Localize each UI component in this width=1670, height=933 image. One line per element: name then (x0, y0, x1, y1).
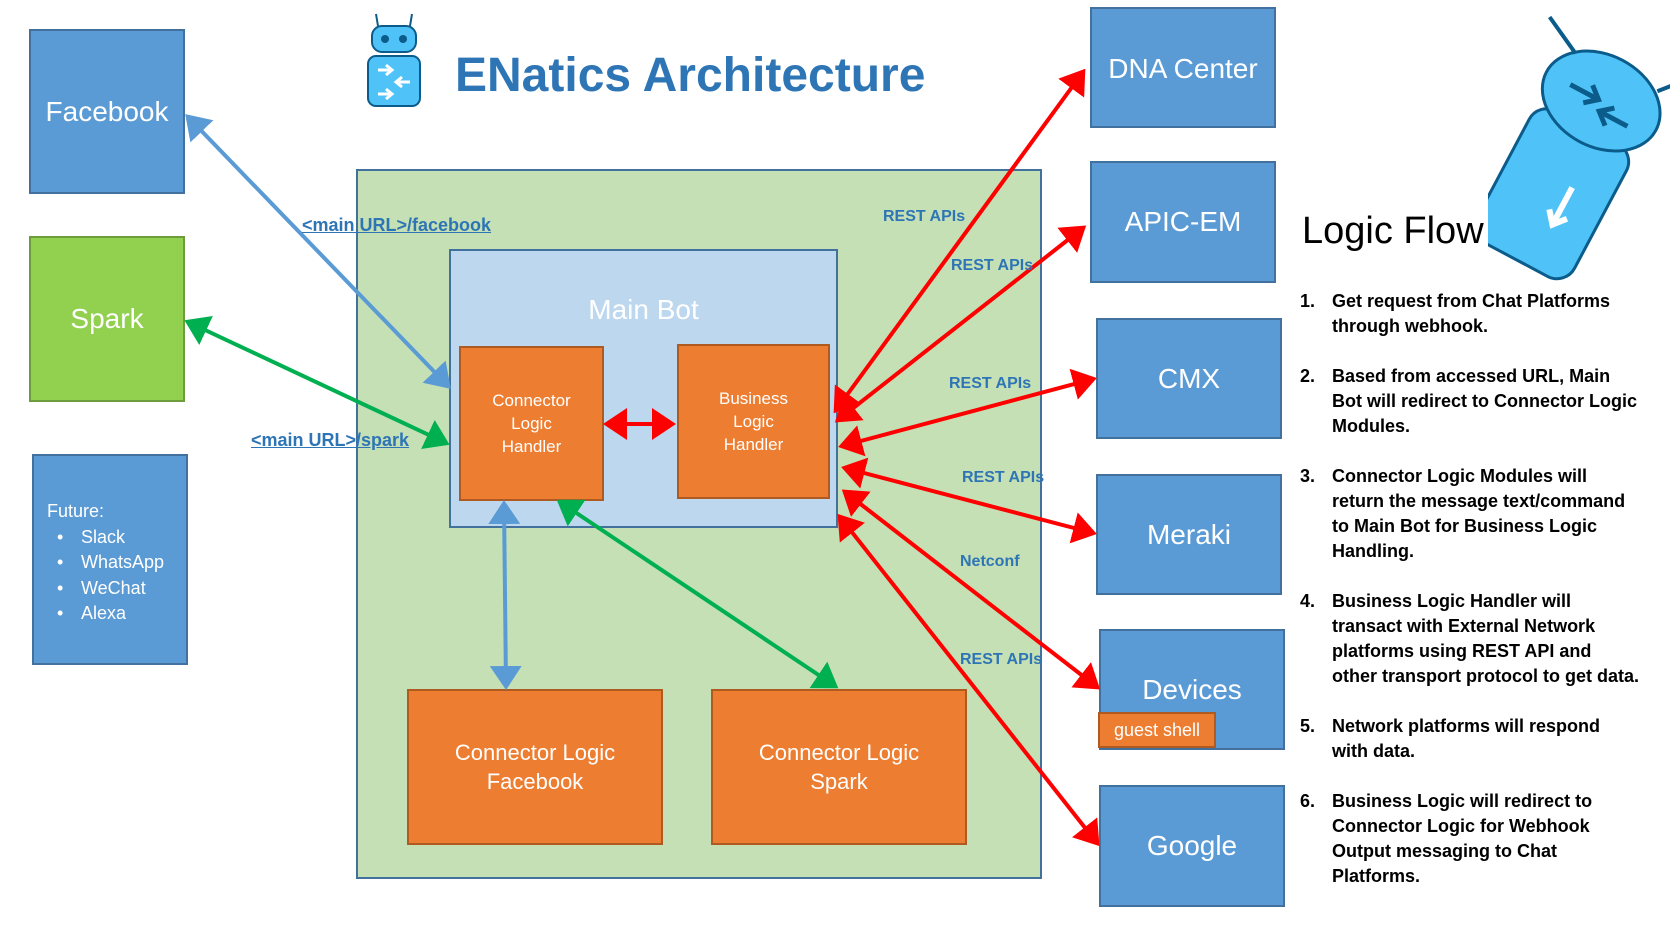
spark-label: Spark (70, 303, 144, 334)
cmx-label: CMX (1157, 362, 1221, 394)
step-number: 2. (1300, 366, 1316, 386)
router-robot-logo-icon (367, 13, 421, 107)
connector-logic-handler: Connector Logic Handler (459, 346, 604, 501)
step-number: 4. (1300, 591, 1316, 611)
arrow-business-cmx (838, 368, 1097, 457)
future-item: Slack (47, 525, 186, 551)
connector-handler-line: Logic (511, 414, 552, 433)
facebook-label: Facebook (45, 95, 169, 127)
link-facebook-url: <main URL>/facebook (302, 215, 492, 235)
arrow-facebook-connector (185, 114, 451, 389)
arrow-spark-connector (184, 316, 450, 449)
protocol-label: REST APIs (960, 651, 1043, 668)
business-handler-line: Handler (723, 435, 784, 454)
business-logic-handler: Business Logic Handler (677, 344, 830, 499)
arrow-handler-module-spark (556, 499, 839, 689)
link-spark-url: <main URL>/spark (251, 430, 410, 450)
google-label: Google (1146, 830, 1238, 861)
future-platforms-box: Future: Slack WhatsApp WeChat Alexa (32, 454, 188, 665)
step-text: Get request from Chat Platforms through … (1332, 291, 1611, 336)
step-text: Business Logic Handler will transact wit… (1332, 591, 1640, 686)
protocol-label: REST APIs (883, 208, 966, 225)
step-text: Network platforms will respond with data… (1332, 716, 1601, 761)
business-handler-line: Business (719, 389, 788, 408)
connector-handler-line: Connector (492, 391, 571, 410)
devices-label: Devices (1142, 673, 1242, 705)
logic-flow-step: 5. Network platforms will respond with da… (1300, 714, 1640, 764)
logic-flow-step: 2. Based from accessed URL, Main Bot will… (1300, 364, 1640, 439)
cmx-box: CMX (1096, 318, 1282, 439)
arrow-handler-module-facebook (488, 500, 522, 690)
step-number: 3. (1300, 466, 1316, 486)
logic-flow-step: 1. Get request from Chat Platforms throug… (1300, 289, 1640, 339)
connector-facebook-line: Facebook (486, 769, 584, 794)
apic-em-label: APIC-EM (1124, 206, 1242, 237)
step-text: Business Logic will redirect to Connecto… (1332, 791, 1593, 886)
protocol-label: Netconf (960, 553, 1020, 570)
facebook-box: Facebook (29, 29, 185, 194)
logic-flow-title: Logic Flow (1302, 210, 1484, 252)
logic-flow-step: 6. Business Logic will redirect to Connec… (1300, 789, 1640, 889)
future-item: WeChat (47, 576, 186, 602)
router-robot-mascot-icon (1488, 15, 1670, 281)
step-text: Based from accessed URL, Main Bot will r… (1332, 366, 1638, 436)
connector-facebook-line: Connector Logic (454, 740, 616, 765)
spark-box: Spark (29, 236, 185, 402)
logic-flow-list: 1. Get request from Chat Platforms throug… (1300, 289, 1640, 914)
meraki-label: Meraki (1146, 518, 1231, 550)
google-box: Google (1099, 785, 1285, 907)
guest-shell-box: guest shell (1098, 712, 1216, 748)
step-number: 5. (1300, 716, 1316, 736)
business-handler-line: Logic (733, 412, 774, 431)
logic-flow-step: 3. Connector Logic Modules will return th… (1300, 464, 1640, 564)
future-heading: Future: (47, 501, 105, 521)
step-number: 1. (1300, 291, 1316, 311)
guest-shell-label: guest shell (1113, 719, 1201, 740)
step-text: Connector Logic Modules will return the … (1332, 466, 1626, 561)
apic-em-box: APIC-EM (1090, 161, 1276, 283)
connector-handler-line: Handler (501, 437, 562, 456)
protocol-label: REST APIs (949, 375, 1032, 392)
future-item: Alexa (47, 601, 186, 627)
arrow-business-dna (833, 68, 1086, 414)
main-bot-label: Main Bot (588, 294, 699, 325)
dna-center-box: DNA Center (1090, 7, 1276, 128)
logic-flow-step: 4. Business Logic Handler will transact w… (1300, 589, 1640, 689)
dna-center-label: DNA Center (1108, 53, 1258, 84)
arrow-business-google (837, 513, 1100, 847)
connector-logic-facebook: Connector Logic Facebook (407, 689, 663, 845)
step-number: 6. (1300, 791, 1316, 811)
protocol-label: REST APIs (962, 469, 1045, 486)
future-item: WhatsApp (47, 550, 186, 576)
protocol-label: REST APIs (951, 257, 1034, 274)
